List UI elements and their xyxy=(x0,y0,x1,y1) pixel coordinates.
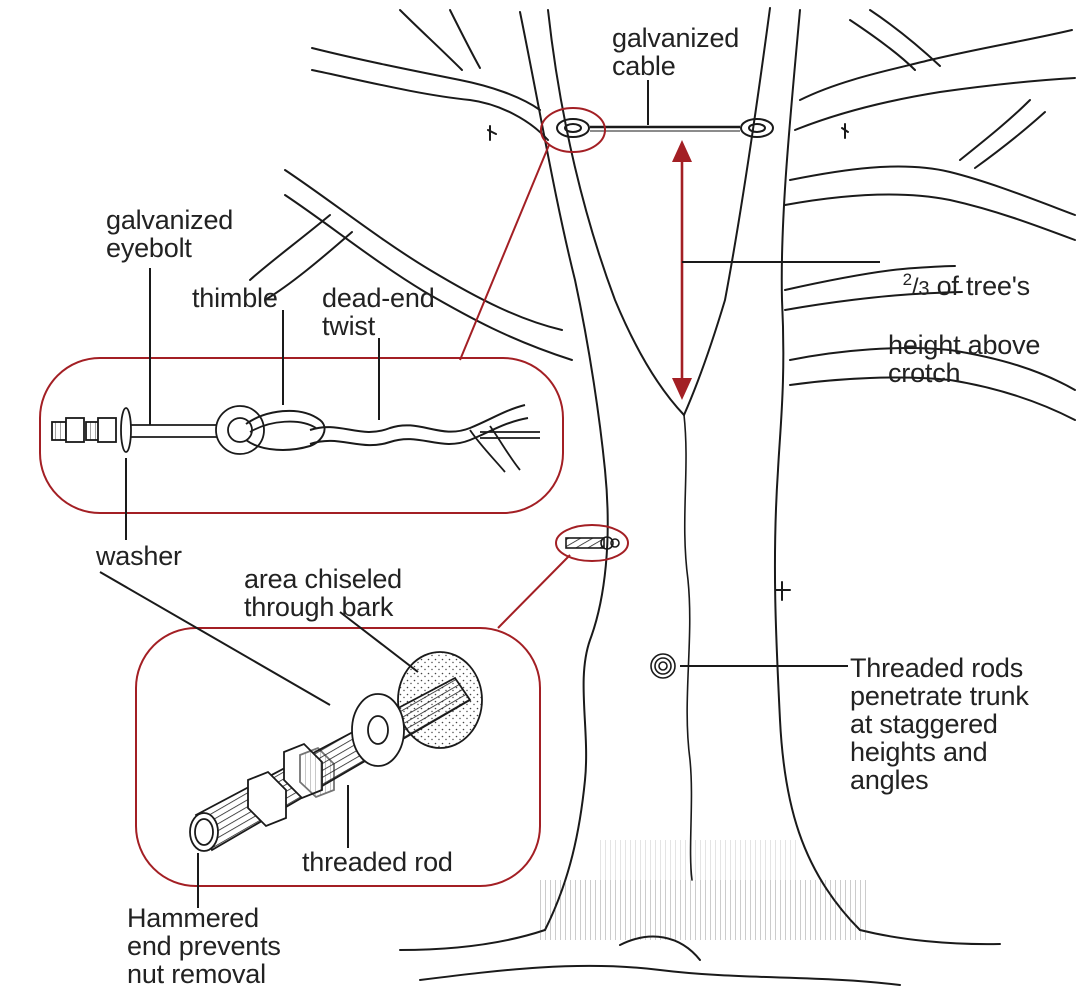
galvanized-cable-graphic xyxy=(556,118,774,138)
label-threaded-rod: threaded rod xyxy=(302,847,453,877)
arrow-head-up xyxy=(672,140,692,162)
callout-frames xyxy=(39,107,684,887)
eyebolt-detail-graphic xyxy=(51,404,540,473)
label-height: 2/3 of tree's height above crotch xyxy=(888,238,1040,415)
label-threaded-rods: Threaded rods penetrate trunk at stagger… xyxy=(850,653,1029,795)
height-fraction: 2/3 xyxy=(902,270,930,301)
threaded-rod-detail-graphic xyxy=(189,651,483,852)
height-text: of tree's xyxy=(929,271,1031,301)
label-area-chiseled: area chiseled through bark xyxy=(244,564,403,622)
leader-lines xyxy=(99,80,880,908)
label-dead-end-twist: dead-end twist xyxy=(322,283,435,341)
label-galvanized-cable: galvanized cable xyxy=(612,23,740,81)
label-washer: washer xyxy=(96,541,182,571)
tree-illustration xyxy=(249,7,1076,986)
label-galvanized-eyebolt: galvanized eyebolt xyxy=(106,205,234,263)
height-text-tail: height above crotch xyxy=(888,330,1041,388)
label-hammered-end: Hammered end prevents nut removal xyxy=(127,903,281,989)
label-thimble: thimble xyxy=(192,283,278,313)
arrow-head-down xyxy=(672,378,692,400)
rod-end-spiral xyxy=(650,653,676,679)
trunk-hardware-graphic xyxy=(565,536,620,550)
